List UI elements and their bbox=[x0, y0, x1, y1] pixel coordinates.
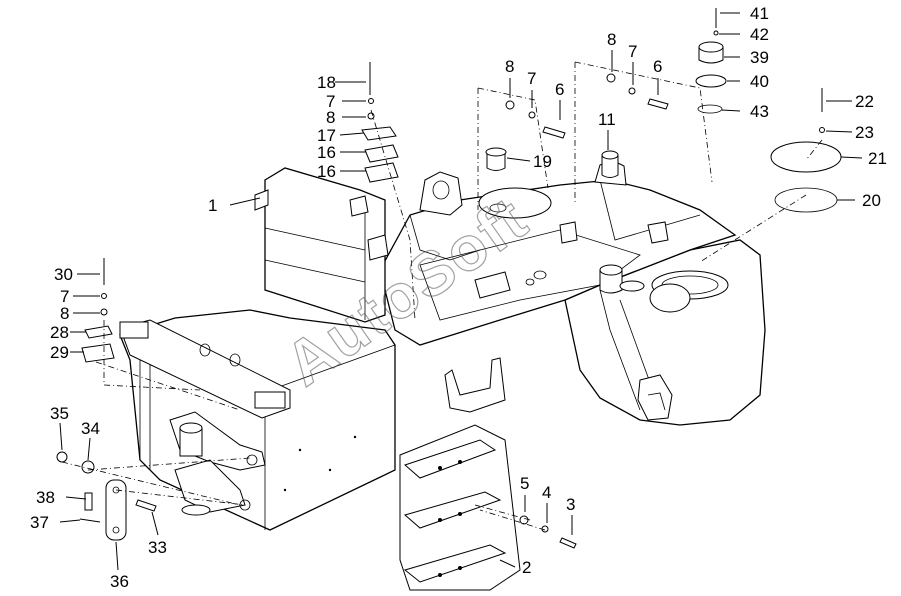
callout-8: 8 bbox=[505, 57, 514, 76]
callout-39: 39 bbox=[750, 48, 769, 67]
callout-21: 21 bbox=[868, 149, 887, 168]
callout-40: 40 bbox=[750, 72, 769, 91]
callout-leaders bbox=[59, 12, 863, 571]
callout-numbers: 1 2 3 4 5 6 6 7 7 7 7 8 8 8 8 11 16 16 1… bbox=[30, 4, 887, 591]
callout-5: 5 bbox=[520, 474, 529, 493]
callout-33: 33 bbox=[148, 538, 167, 557]
callout-30: 30 bbox=[54, 265, 73, 284]
callout-8b: 8 bbox=[607, 30, 616, 49]
callout-35: 35 bbox=[50, 404, 69, 423]
callout-20: 20 bbox=[862, 191, 881, 210]
callout-7c: 7 bbox=[326, 92, 335, 111]
callout-43: 43 bbox=[750, 102, 769, 121]
step-ladder bbox=[399, 357, 521, 591]
callout-2: 2 bbox=[522, 558, 531, 577]
small-parts bbox=[56, 8, 842, 549]
callout-11: 11 bbox=[598, 110, 616, 129]
callout-16b: 16 bbox=[317, 162, 336, 181]
callout-41: 41 bbox=[750, 4, 769, 23]
callout-22: 22 bbox=[855, 92, 874, 111]
frame-body bbox=[119, 159, 766, 531]
callout-29: 29 bbox=[50, 343, 69, 362]
callout-8d: 8 bbox=[60, 304, 69, 323]
callout-34: 34 bbox=[81, 419, 100, 438]
callout-17: 17 bbox=[317, 126, 336, 145]
callout-6: 6 bbox=[555, 80, 564, 99]
callout-42: 42 bbox=[750, 25, 769, 44]
callout-1: 1 bbox=[208, 196, 217, 215]
callout-7b: 7 bbox=[628, 42, 637, 61]
callout-8c: 8 bbox=[326, 108, 335, 127]
callout-28: 28 bbox=[50, 323, 69, 342]
callout-7d: 7 bbox=[60, 287, 69, 306]
callout-37: 37 bbox=[30, 513, 49, 532]
callout-6b: 6 bbox=[653, 57, 662, 76]
callout-16: 16 bbox=[317, 143, 336, 162]
callout-23: 23 bbox=[855, 123, 874, 142]
assembly-lines bbox=[61, 61, 823, 531]
callout-3: 3 bbox=[566, 495, 575, 514]
callout-36: 36 bbox=[110, 572, 129, 591]
callout-7: 7 bbox=[527, 69, 536, 88]
callout-18: 18 bbox=[317, 73, 336, 92]
callout-4: 4 bbox=[542, 483, 551, 502]
callout-38: 38 bbox=[36, 488, 55, 507]
callout-19: 19 bbox=[533, 152, 552, 171]
